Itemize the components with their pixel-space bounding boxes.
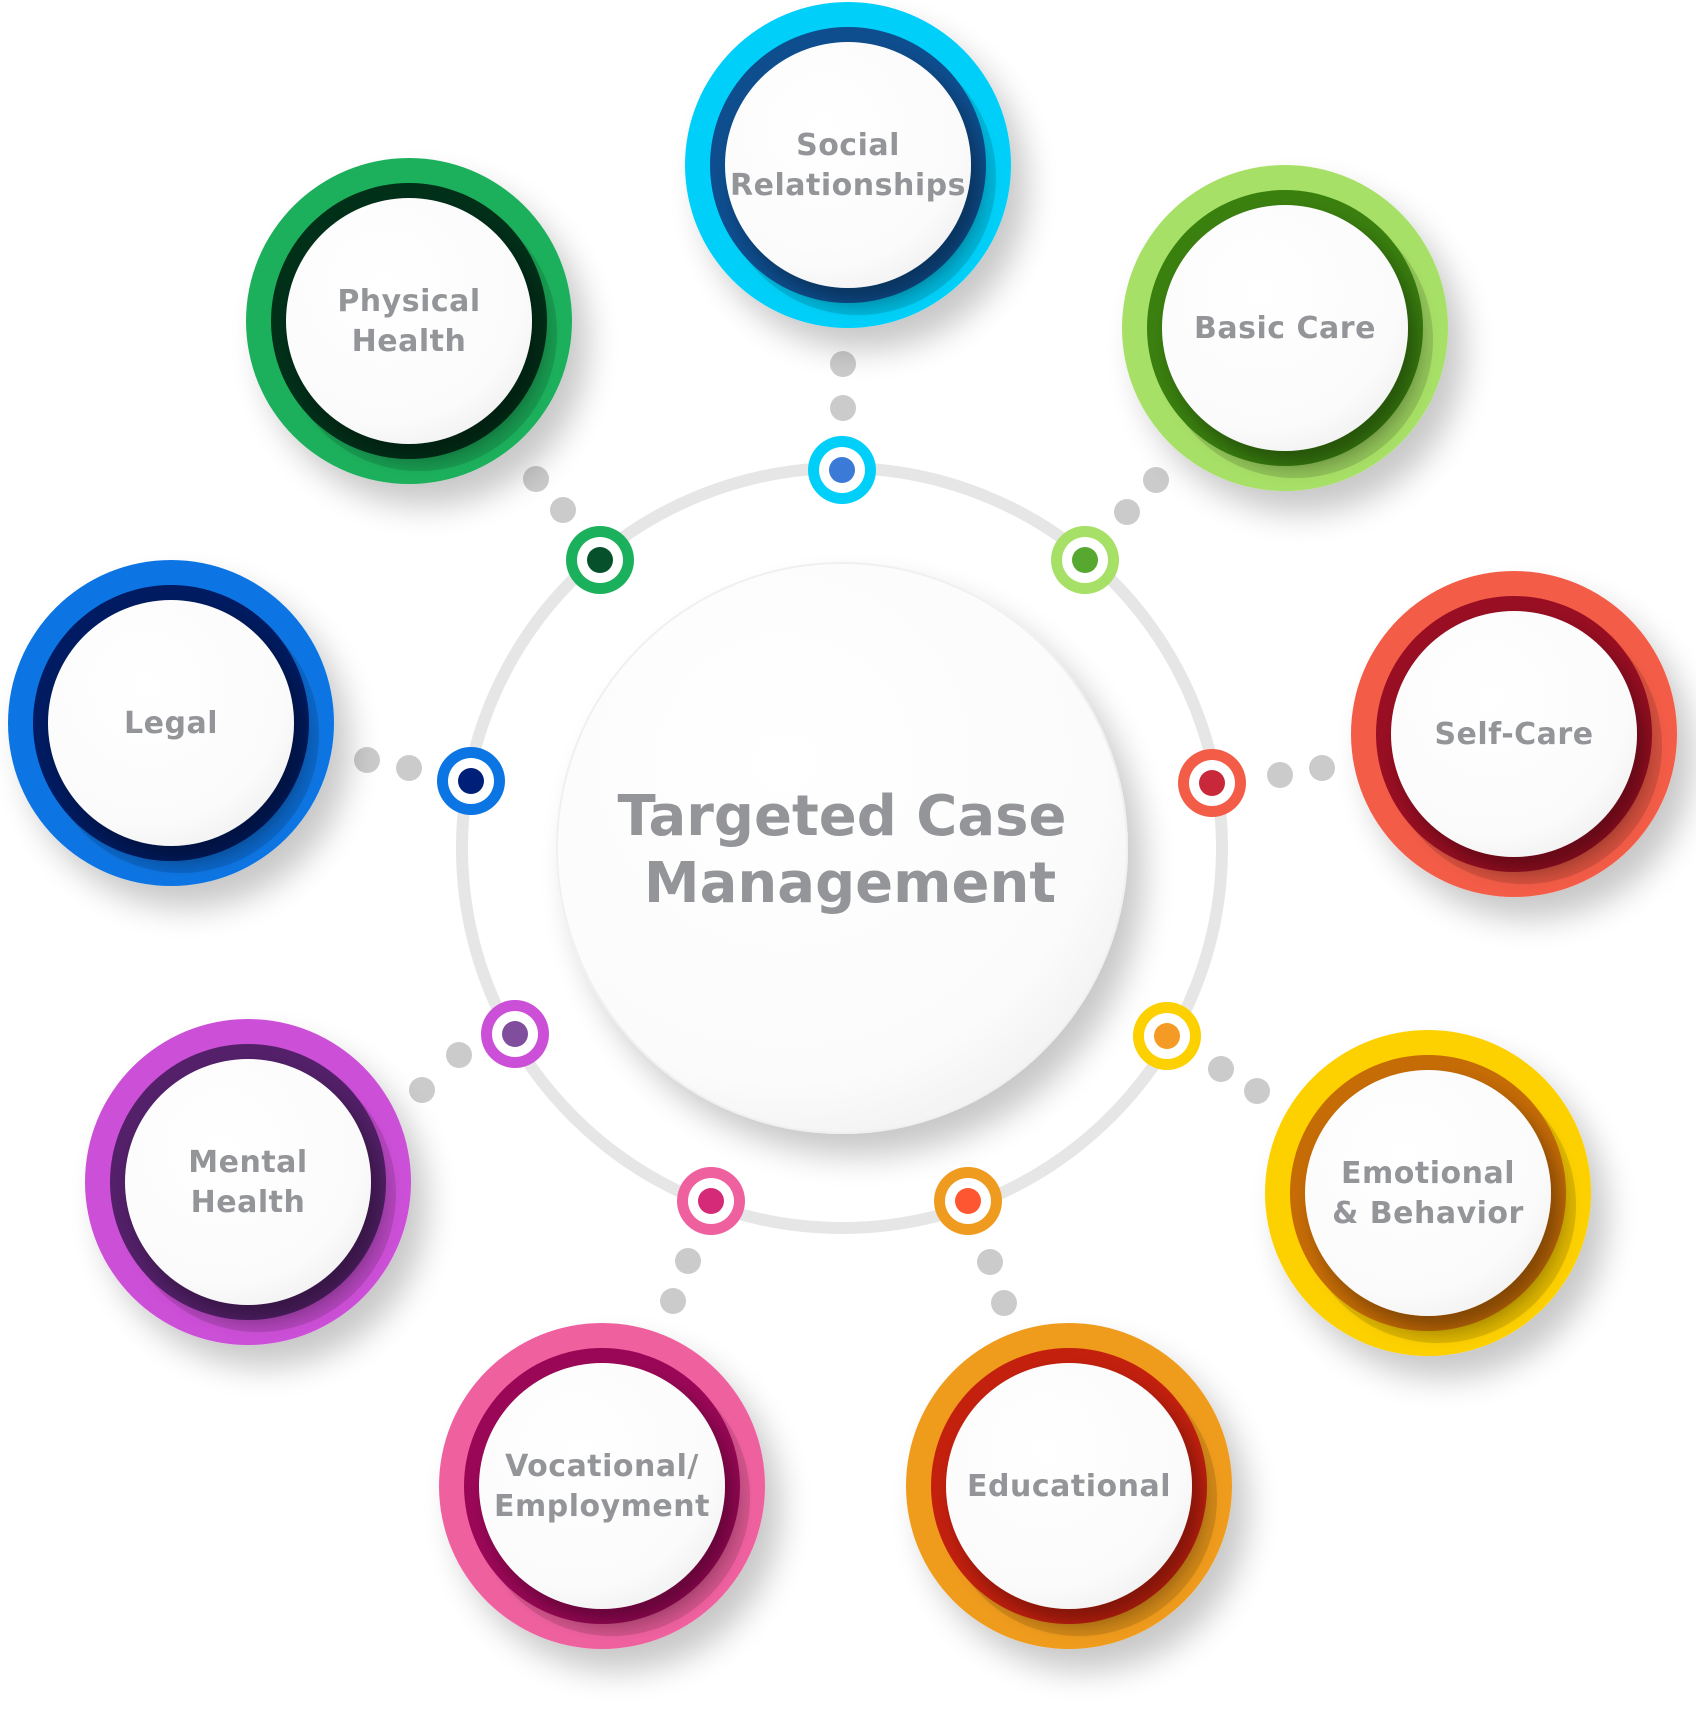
node-label: & Behavior xyxy=(1332,1196,1524,1231)
anchor-core xyxy=(587,547,613,573)
anchor-core xyxy=(1072,547,1098,573)
connector-dot xyxy=(1267,762,1293,788)
node-emotional-behavior[interactable]: Emotional & Behavior xyxy=(1265,1030,1591,1356)
connector-dot xyxy=(1309,755,1335,781)
node-educational[interactable]: Educational xyxy=(906,1323,1232,1649)
social-relationships-anchor-dot[interactable] xyxy=(808,436,876,504)
emotional-behavior-anchor-dot[interactable] xyxy=(1133,1002,1201,1070)
connector-dot xyxy=(523,466,549,492)
center-title-line-2: Management xyxy=(644,851,1056,916)
anchor-core xyxy=(1199,770,1225,796)
anchor-core xyxy=(829,457,855,483)
node-label: Mental xyxy=(188,1145,307,1180)
physical-health-anchor-dot[interactable] xyxy=(566,526,634,594)
node-label: Health xyxy=(191,1185,306,1220)
connector-dot xyxy=(830,395,856,421)
connector-dot xyxy=(409,1077,435,1103)
connector-dot xyxy=(446,1042,472,1068)
node-face xyxy=(946,1363,1192,1609)
node-vocational-employment[interactable]: Vocational/Employment xyxy=(439,1323,765,1649)
connector-dot xyxy=(1244,1078,1270,1104)
node-face xyxy=(725,42,971,288)
connector-dot xyxy=(550,497,576,523)
vocational-employment-anchor-dot[interactable] xyxy=(677,1167,745,1235)
node-face xyxy=(48,600,294,846)
node-self-care[interactable]: Self-Care xyxy=(1351,571,1677,897)
node-label: Emotional xyxy=(1341,1156,1515,1191)
node-face xyxy=(1391,611,1637,857)
connector-dot xyxy=(675,1248,701,1274)
center-hub: Targeted Case Management xyxy=(556,562,1128,1134)
node-face xyxy=(479,1363,725,1609)
node-face xyxy=(1305,1070,1551,1316)
node-label: Basic Care xyxy=(1194,311,1376,346)
connector-dot xyxy=(991,1290,1017,1316)
node-face xyxy=(125,1059,371,1305)
educational-anchor-dot[interactable] xyxy=(934,1167,1002,1235)
mental-health-anchor-dot[interactable] xyxy=(481,1000,549,1068)
anchor-core xyxy=(502,1021,528,1047)
anchor-core xyxy=(1154,1023,1180,1049)
node-label: Social xyxy=(796,128,900,163)
anchor-core xyxy=(458,768,484,794)
connector-dot xyxy=(354,747,380,773)
anchor-core xyxy=(698,1188,724,1214)
node-label: Legal xyxy=(124,706,218,741)
legal-anchor-dot[interactable] xyxy=(437,747,505,815)
node-label: Relationships xyxy=(730,168,966,203)
connector-dot xyxy=(977,1249,1003,1275)
node-label: Health xyxy=(352,324,467,359)
anchor-core xyxy=(955,1188,981,1214)
node-legal[interactable]: Legal xyxy=(8,560,334,886)
self-care-anchor-dot[interactable] xyxy=(1178,749,1246,817)
node-label: Vocational/ xyxy=(505,1449,699,1484)
connector-dot xyxy=(396,755,422,781)
center-title-line-1: Targeted Case xyxy=(618,784,1067,849)
node-label: Employment xyxy=(494,1489,710,1524)
node-face xyxy=(1162,205,1408,451)
node-basic-care[interactable]: Basic Care xyxy=(1122,165,1448,491)
connector-dot xyxy=(1143,467,1169,493)
connector-dot xyxy=(1208,1056,1234,1082)
connector-dot xyxy=(830,351,856,377)
node-label: Self-Care xyxy=(1434,717,1593,752)
basic-care-anchor-dot[interactable] xyxy=(1051,526,1119,594)
connector-dot xyxy=(660,1288,686,1314)
connector-dot xyxy=(1114,499,1140,525)
connectors xyxy=(354,351,1335,1316)
node-label: Educational xyxy=(967,1469,1171,1504)
node-label: Physical xyxy=(337,284,480,319)
node-face xyxy=(286,198,532,444)
